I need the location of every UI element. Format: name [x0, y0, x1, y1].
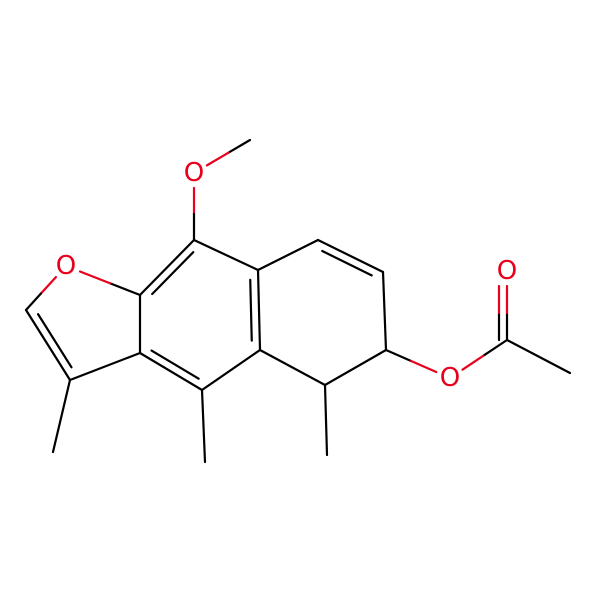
bond-c4a-c8a-inner: [249, 278, 253, 342]
bond-c9-c9a: [138, 238, 196, 297]
bond-oe-cc-c: [483, 338, 509, 356]
bond-c6-oe-o: [410, 359, 438, 374]
bond-c3-c3a: [68, 351, 142, 382]
bond-c3-me3: [51, 378, 72, 454]
bond-c9a-of-c: [108, 282, 142, 297]
bond-c9-c9a-inner: [151, 251, 195, 296]
bond-c8a-c9: [192, 238, 260, 272]
bond-c6-oe-c: [384, 348, 413, 363]
bond-me1-om-o: [205, 151, 230, 167]
bond-c6-c7: [381, 270, 388, 352]
bond-c2-c3: [24, 308, 72, 382]
bond-cc-mec: [505, 338, 572, 375]
bond-c3a-c4: [138, 351, 204, 392]
bond-c4a-c5: [258, 348, 327, 387]
bond-c7-c8: [316, 238, 385, 274]
bond-c5-c6: [323, 348, 388, 387]
bond-me1-om-c: [227, 138, 252, 154]
bond-oe-cc-o: [461, 353, 486, 371]
bond-c4-me4: [200, 388, 207, 464]
bond-c8-c8a: [256, 238, 320, 272]
bond-c9a-of-o: [78, 270, 112, 285]
atom-label-layer: O O O O: [56, 158, 517, 393]
atom-label-o-ester: O: [440, 363, 460, 393]
atom-label-o-carbonyl: O: [497, 256, 517, 286]
bond-c2-c3-inner: [36, 313, 73, 369]
bond-c7-c8-inner: [321, 249, 373, 277]
bond-layer: [24, 138, 572, 464]
bond-c4a-c8a: [256, 268, 262, 352]
atom-label-o-methoxy: O: [184, 158, 204, 188]
atom-label-o-furan: O: [56, 251, 76, 281]
bond-c4-c4a: [200, 348, 262, 392]
bond-c3a-c4-inner: [150, 349, 200, 380]
bond-of-c2-c: [24, 292, 43, 312]
bond-c5-me5: [323, 383, 329, 457]
bond-of-c2-o: [39, 276, 58, 295]
